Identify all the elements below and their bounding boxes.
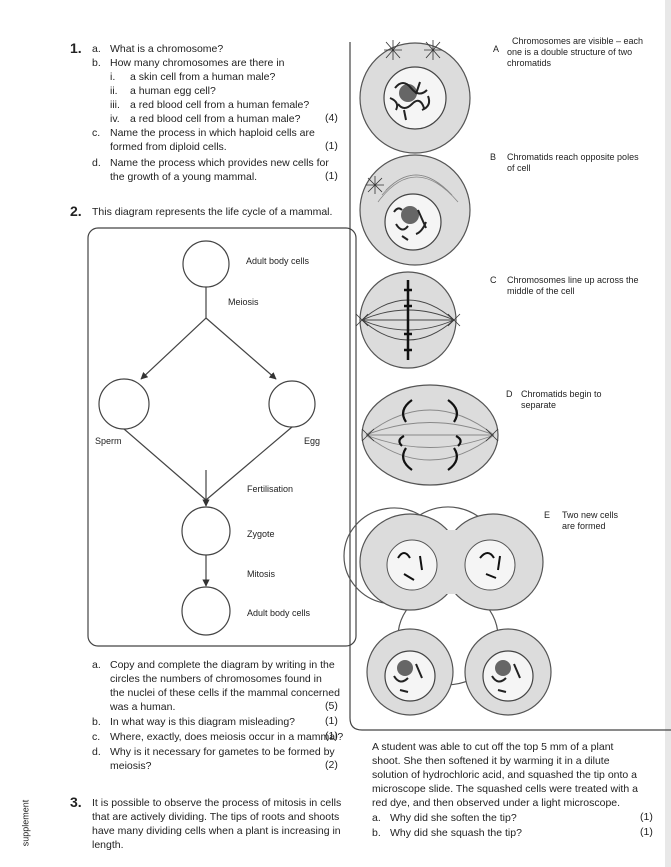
label-mitosis: Mitosis xyxy=(247,569,276,579)
marks: (1) xyxy=(640,826,653,838)
stage-letter: B xyxy=(490,152,497,162)
adult-circle-top xyxy=(182,240,230,288)
question-text: length. xyxy=(92,839,124,851)
question-text: formed from diploid cells. xyxy=(110,141,227,153)
question-text: Where, exactly, does meiosis occur in a … xyxy=(110,731,344,743)
cell-stage-d xyxy=(361,384,499,486)
part-label: a. xyxy=(92,43,101,55)
stage-letter: E xyxy=(544,510,551,520)
question-text: Why did she squash the tip? xyxy=(390,827,522,839)
stage-letter: D xyxy=(506,389,513,399)
question-text: that are actively dividing. The tips of … xyxy=(92,811,340,823)
label-egg: Egg xyxy=(304,436,321,446)
question-text: Why did she soften the tip? xyxy=(390,812,517,824)
question-text: Why is it necessary for gametes to be fo… xyxy=(110,746,335,758)
question-text: It is possible to observe the process of… xyxy=(92,797,342,809)
part-label: b. xyxy=(92,716,101,728)
cell-stage-b xyxy=(359,154,471,266)
question-text: the growth of a young mammal. xyxy=(110,171,258,183)
part-label: d. xyxy=(92,157,101,169)
right-panel-frame xyxy=(349,42,671,731)
subpart-text: a red blood cell from a human male? xyxy=(130,113,301,125)
part-label: d. xyxy=(92,746,101,758)
cell-stage-e xyxy=(343,506,544,686)
label-adult-body-cells-top: Adult body cells xyxy=(246,256,310,266)
subpart-label: iv. xyxy=(110,113,120,125)
label-meiosis: Meiosis xyxy=(228,297,259,307)
question-text: was a human. xyxy=(110,701,176,713)
stage-description: one is a double structure of two xyxy=(507,47,633,57)
stage-description: middle of the cell xyxy=(507,286,575,296)
daughter-cells xyxy=(366,628,552,716)
page-edge xyxy=(665,0,671,867)
question-text: Name the process which provides new cell… xyxy=(110,157,329,169)
stage-description: Chromosomes are visible – each xyxy=(512,36,644,46)
label-fertilisation: Fertilisation xyxy=(247,484,294,494)
marks: (1) xyxy=(325,730,338,742)
label-sperm: Sperm xyxy=(95,436,122,446)
label-adult-body-cells-bottom: Adult body cells xyxy=(247,608,311,618)
adult-circle-bottom xyxy=(181,586,231,636)
marks: (2) xyxy=(325,759,338,771)
stage-description: Chromatids reach opposite poles xyxy=(507,152,639,162)
question-text: have many dividing cells when a plant is… xyxy=(92,825,341,837)
body-text: A student was able to cut off the top 5 … xyxy=(372,741,614,753)
question-text: circles the numbers of chromosomes found… xyxy=(110,673,322,685)
subpart-label: ii. xyxy=(110,85,118,97)
part-label: b. xyxy=(372,827,381,839)
question-text: the nuclei of these cells if the mammal … xyxy=(110,687,340,699)
stage-description: separate xyxy=(521,400,557,410)
part-label: b. xyxy=(92,57,101,69)
subpart-text: a skin cell from a human male? xyxy=(130,71,276,83)
question-number: 1. xyxy=(70,40,82,56)
label-zygote: Zygote xyxy=(247,529,275,539)
part-label: a. xyxy=(372,812,381,824)
question-text: How many chromosomes are there in xyxy=(110,57,285,69)
body-text: shoot. She then softened it by warming i… xyxy=(372,755,610,767)
cell-stage-a xyxy=(359,40,471,154)
sperm-circle xyxy=(98,378,150,430)
section-tab: supplement xyxy=(12,800,36,852)
marks: (4) xyxy=(325,112,338,124)
question-number: 2. xyxy=(70,203,82,219)
stage-description: chromatids xyxy=(507,58,552,68)
question-number: 3. xyxy=(70,794,82,810)
body-text: solution of hydrochloric acid, and squas… xyxy=(372,769,638,781)
part-label: c. xyxy=(92,731,101,743)
subpart-label: i. xyxy=(110,71,116,83)
marks: (1) xyxy=(325,170,338,182)
cell-stage-c xyxy=(355,271,461,369)
body-text: microscope slide. The squashed cells wer… xyxy=(372,783,638,795)
question-text: Name the process in which haploid cells … xyxy=(110,127,315,139)
egg-circle xyxy=(268,380,316,428)
zygote-circle xyxy=(181,506,231,556)
stage-letter: A xyxy=(493,44,500,54)
part-label: a. xyxy=(92,659,101,671)
question-text: Copy and complete the diagram by writing… xyxy=(110,659,335,671)
question-text: meiosis? xyxy=(110,760,152,772)
marks: (1) xyxy=(325,715,338,727)
subpart-text: a red blood cell from a human female? xyxy=(130,99,310,111)
marks: (1) xyxy=(640,811,653,823)
body-text: red dye, and then observed under a light… xyxy=(372,797,621,809)
stage-letter: C xyxy=(490,275,497,285)
question-text: This diagram represents the life cycle o… xyxy=(92,206,333,218)
stage-description: are formed xyxy=(562,521,606,531)
marks: (5) xyxy=(325,700,338,712)
stage-description: Chromatids begin to xyxy=(521,389,602,399)
stage-description: of cell xyxy=(507,163,531,173)
diagram-frame xyxy=(87,227,357,647)
subpart-text: a human egg cell? xyxy=(130,85,216,97)
part-label: c. xyxy=(92,127,101,139)
section-tab-label: supplement xyxy=(20,799,31,847)
question-text: In what way is this diagram misleading? xyxy=(110,716,296,728)
stage-description: Chromosomes line up across the xyxy=(507,275,639,285)
subpart-label: iii. xyxy=(110,99,120,111)
question-text: What is a chromosome? xyxy=(110,43,224,55)
marks: (1) xyxy=(325,140,338,152)
stage-description: Two new cells xyxy=(562,510,619,520)
